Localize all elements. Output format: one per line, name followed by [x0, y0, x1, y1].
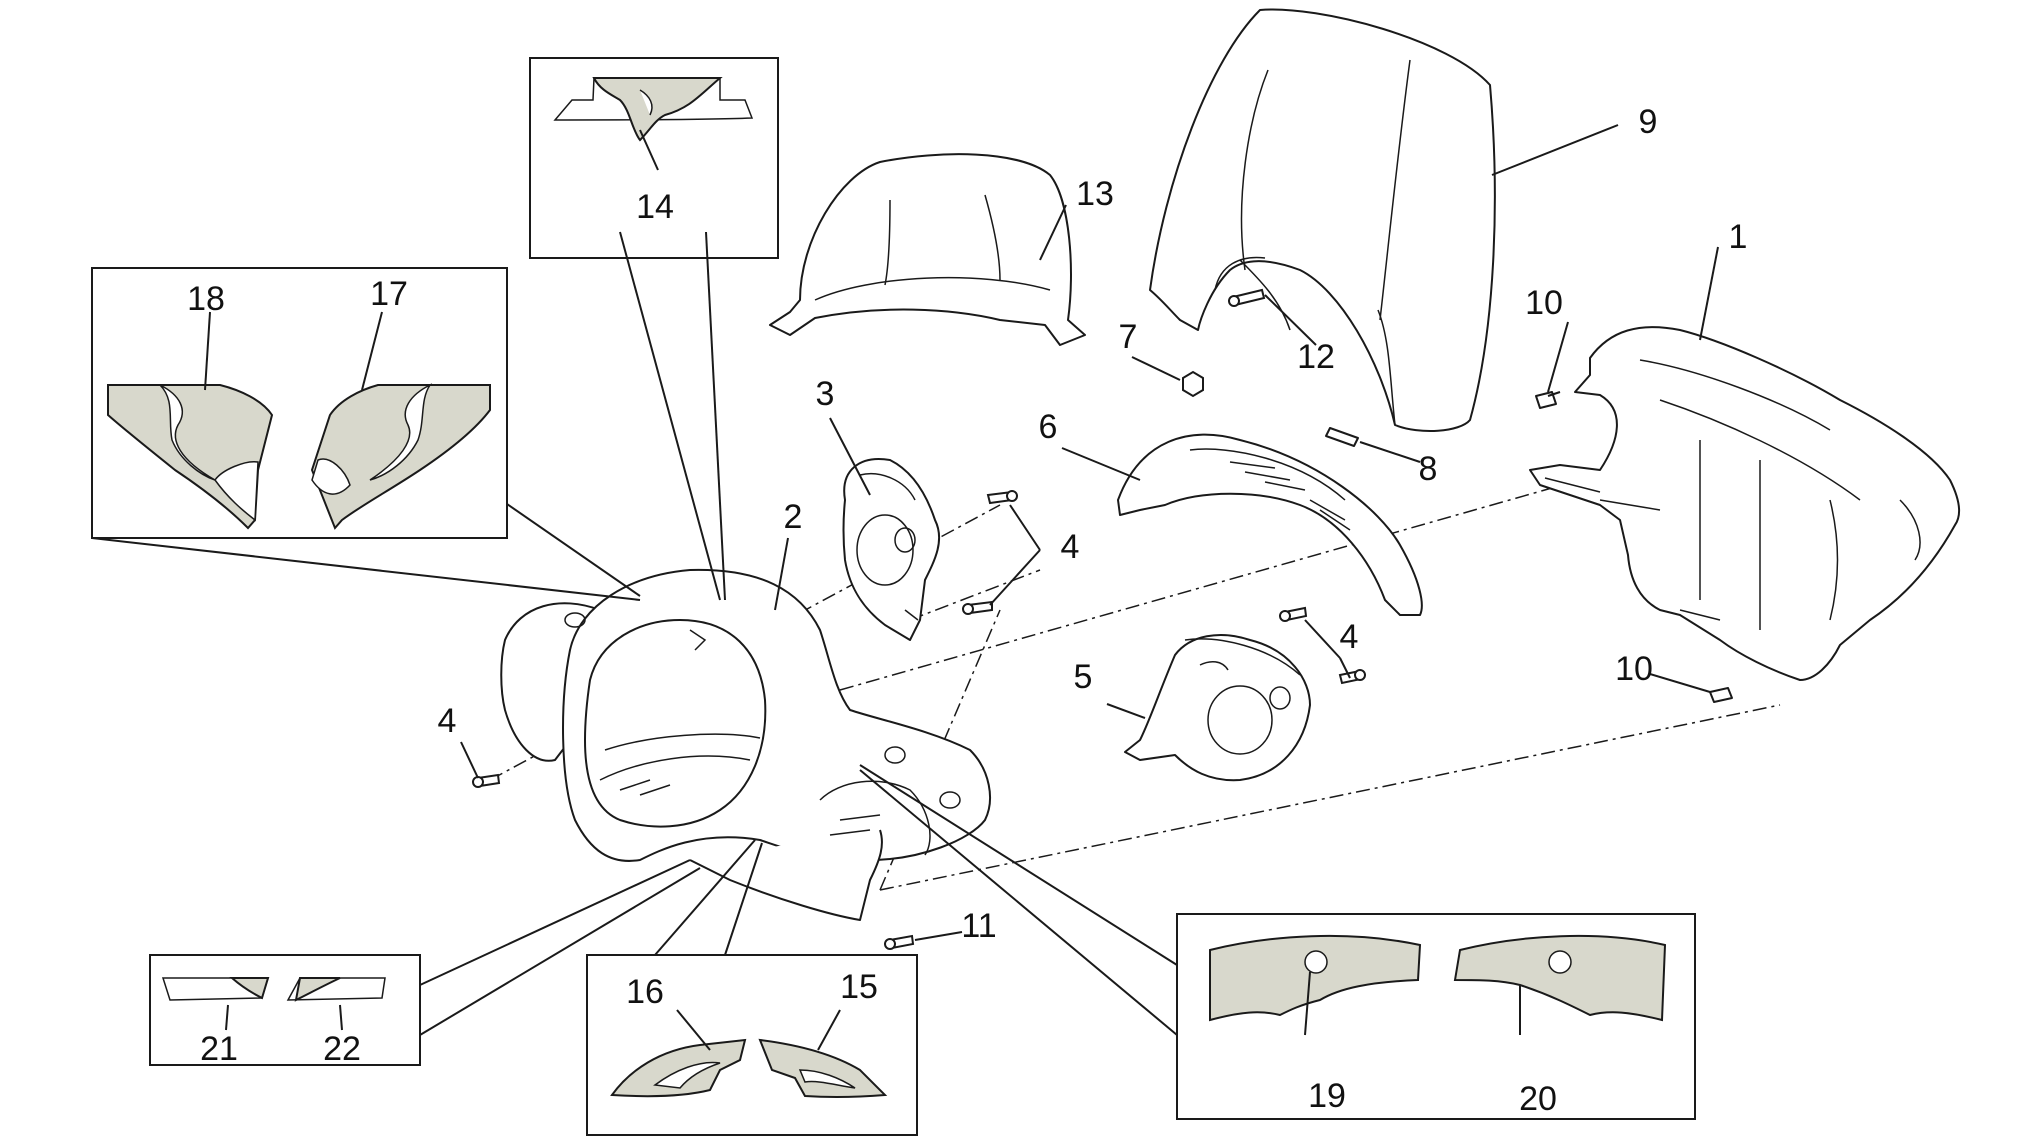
- part-screw-4c: [1279, 606, 1308, 622]
- callout-17: 17: [370, 275, 408, 313]
- part-screw-4b: [962, 600, 993, 615]
- part-housing-5: [1124, 634, 1311, 782]
- callout-4a: 4: [1061, 528, 1080, 566]
- callout-15: 15: [840, 968, 878, 1006]
- callout-1: 1: [1729, 218, 1748, 256]
- inset-box-17-18: [91, 267, 508, 539]
- callout-10a: 10: [1525, 284, 1563, 322]
- part-rear-cover-1: [1529, 326, 1961, 681]
- callout-3: 3: [816, 375, 835, 413]
- leader-lines: [91, 124, 1719, 1051]
- part-nut-7: [1182, 370, 1204, 398]
- callout-5: 5: [1074, 658, 1093, 696]
- callout-20: 20: [1519, 1080, 1557, 1118]
- part-screw-4a: [986, 490, 1018, 505]
- callout-19: 19: [1308, 1077, 1346, 1115]
- part-small-screen: [769, 153, 1086, 346]
- callout-11: 11: [961, 907, 996, 945]
- inset-box-21-22: [149, 954, 421, 1066]
- callout-18: 18: [187, 280, 225, 318]
- callout-4c: 4: [438, 702, 457, 740]
- part-clip-8: [1325, 427, 1359, 447]
- callout-14: 14: [636, 188, 674, 226]
- part-screw-4d: [1338, 669, 1366, 685]
- callout-8: 8: [1419, 450, 1438, 488]
- inset-box-14: [529, 57, 779, 259]
- callout-6: 6: [1039, 408, 1058, 446]
- part-windscreen: [1149, 8, 1496, 433]
- callout-2: 2: [784, 498, 803, 536]
- callout-21: 21: [200, 1030, 238, 1068]
- callout-7: 7: [1119, 318, 1138, 356]
- inset-box-19-20: [1176, 913, 1696, 1120]
- callout-22: 22: [323, 1030, 361, 1068]
- part-screw-12: [1228, 288, 1266, 307]
- callout-13: 13: [1076, 175, 1114, 213]
- part-housing-3: [842, 458, 941, 641]
- callout-12: 12: [1297, 338, 1335, 376]
- inset-box-15-16: [586, 954, 918, 1136]
- part-clip-10b: [1709, 687, 1733, 703]
- callout-16: 16: [626, 973, 664, 1011]
- callout-labels: 1 2 3 4 4 4 5 6 7 8 9 10 10 11 12 13 14 …: [187, 103, 1747, 1118]
- callout-10b: 10: [1615, 650, 1653, 688]
- callout-4b: 4: [1340, 618, 1359, 656]
- part-mount-6: [1117, 433, 1423, 616]
- callout-9: 9: [1639, 103, 1658, 141]
- part-screw-11: [884, 934, 915, 950]
